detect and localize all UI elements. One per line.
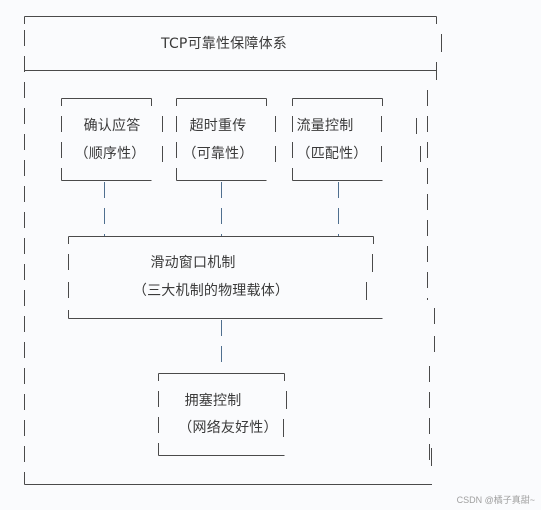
system-title: TCP可靠性保障体系 <box>161 36 287 52</box>
mechanism-box-2 <box>176 98 276 181</box>
congestion-name: 拥塞控制 <box>184 393 242 409</box>
carrier-box <box>68 236 383 319</box>
mechanism-boxes <box>61 98 421 181</box>
mechanism-name-ack: 确认应答 <box>83 118 141 134</box>
mechanism-box-3 <box>292 98 421 181</box>
carrier-role: （三大机制的物理载体） <box>132 283 290 299</box>
mechanism-role-ack: （顺序性） <box>74 146 146 162</box>
congestion-box <box>158 373 287 456</box>
csdn-watermark: CSDN @橘子真甜~ <box>456 495 535 505</box>
carrier-name: 滑动窗口机制 <box>150 255 236 271</box>
congestion-role: （网络友好性） <box>178 420 278 436</box>
mechanism-role-retransmit: （可靠性） <box>182 146 254 162</box>
connectors-upper <box>104 182 339 236</box>
mechanism-name-retransmit: 超时重传 <box>189 118 247 134</box>
mechanism-role-flow-control: （匹配性） <box>296 146 368 162</box>
mechanism-box-1 <box>61 98 163 181</box>
mechanism-name-flow-control: 流量控制 <box>296 118 354 134</box>
outer-frame <box>24 16 442 485</box>
